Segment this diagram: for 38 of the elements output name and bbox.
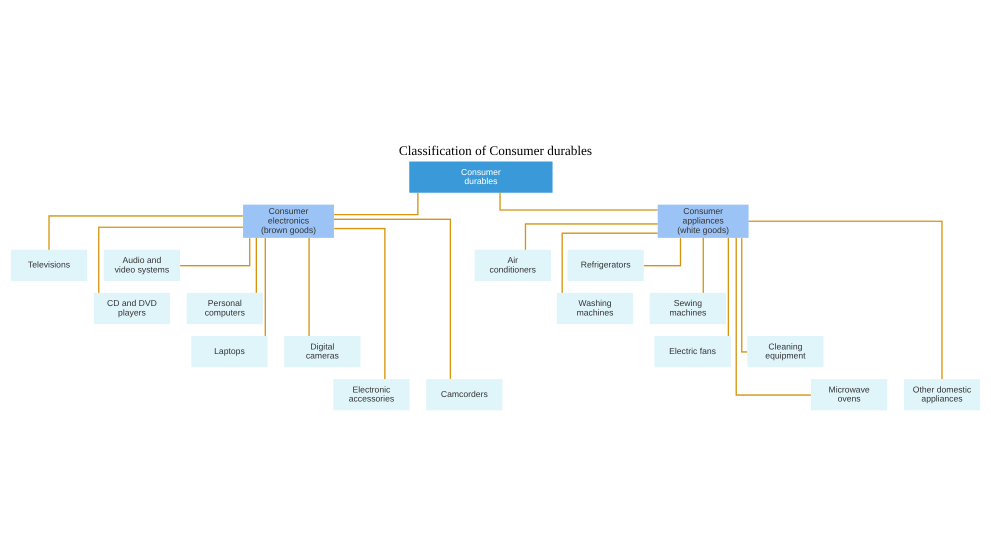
connector: [308, 238, 310, 336]
node-box: Consumer electronics (brown goods): [243, 204, 334, 238]
node-box: Air conditioners: [474, 250, 551, 281]
connector: [48, 215, 243, 250]
node-box: Electric fans: [654, 336, 731, 368]
connector: [98, 226, 244, 293]
node-box: Sewing machines: [650, 292, 726, 324]
connector: [524, 223, 658, 250]
connector: [256, 238, 257, 293]
node-box: Refrigerators: [567, 250, 644, 281]
node-box: Washing machines: [556, 292, 634, 324]
node-box: CD and DVD players: [94, 292, 170, 324]
connector: [741, 238, 748, 353]
connector: [264, 238, 266, 336]
connector: [702, 238, 704, 293]
connector: [334, 192, 419, 216]
connector: [562, 232, 658, 293]
node-box: Televisions: [10, 250, 88, 281]
connector: [180, 238, 250, 266]
node-box: Audio and video systems: [104, 250, 180, 281]
connector: [736, 238, 811, 396]
connector: [644, 238, 682, 266]
connector: [334, 218, 452, 379]
node-box: Microwave ovens: [810, 379, 888, 410]
node-box: Electronic accessories: [333, 379, 410, 410]
connector: [728, 238, 730, 336]
node-box: Consumer appliances (white goods): [658, 204, 749, 238]
node-box: Digital cameras: [284, 336, 360, 368]
node-box: Cleaning equipment: [747, 336, 824, 368]
node-box: Consumer durables: [409, 162, 553, 193]
connector: [748, 220, 943, 380]
node-box: Personal computers: [186, 292, 263, 324]
diagram-title: Classification of Consumer durables: [398, 142, 592, 158]
node-box: Other domestic appliances: [904, 379, 980, 410]
connector: [334, 228, 386, 380]
node-box: Camcorders: [426, 379, 502, 410]
connector: [499, 192, 658, 211]
node-box: Laptops: [191, 336, 268, 368]
